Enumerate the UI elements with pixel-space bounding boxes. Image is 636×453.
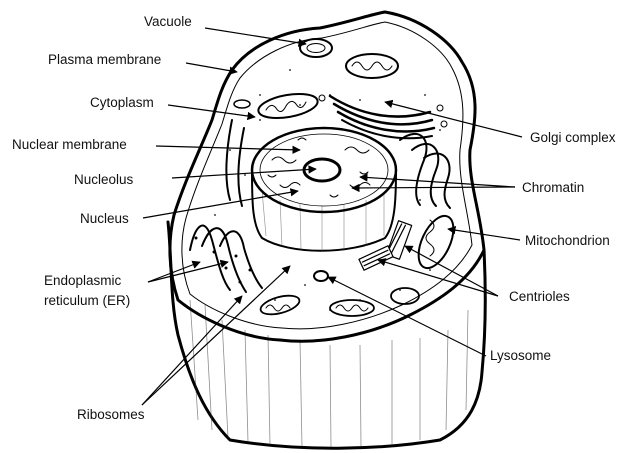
label-ribosomes: Ribosomes	[77, 407, 145, 422]
er-right-shape	[400, 134, 450, 208]
leader-ribosomes-1	[142, 296, 242, 405]
label-plasma-membrane: Plasma membrane	[48, 52, 161, 67]
leader-vacuole	[205, 28, 306, 44]
labels: Vacuole Plasma membrane Cytoplasm Nuclea…	[12, 14, 616, 422]
label-chromatin: Chromatin	[522, 180, 584, 195]
label-golgi-complex: Golgi complex	[530, 130, 616, 145]
leader-nucleolus	[172, 169, 316, 178]
nucleus-shape	[252, 128, 396, 252]
label-er-line1: Endoplasmic	[44, 273, 122, 288]
lysosome-shape	[314, 271, 328, 281]
leader-chromatin-1	[360, 177, 515, 187]
label-centrioles: Centrioles	[509, 289, 570, 304]
leader-lines	[142, 28, 522, 405]
label-er-line2: reticulum (ER)	[44, 293, 130, 308]
mitochondria-bottom	[259, 288, 419, 318]
mitochondrion-shape	[411, 211, 460, 274]
plasma-membrane	[170, 12, 484, 341]
leader-nucleus	[143, 191, 298, 218]
label-lysosome: Lysosome	[490, 348, 551, 363]
leader-chromatin-2	[352, 187, 515, 188]
vacuole-shape	[300, 39, 332, 57]
mitochondria-top	[234, 54, 398, 122]
golgi-complex-shape	[319, 95, 447, 138]
label-cytoplasm: Cytoplasm	[90, 95, 154, 110]
label-nucleolus: Nucleolus	[74, 172, 134, 187]
leader-cytoplasm	[168, 105, 255, 117]
label-mitochondrion: Mitochondrion	[525, 233, 610, 248]
label-nucleus: Nucleus	[80, 211, 129, 226]
label-vacuole: Vacuole	[144, 14, 192, 29]
leader-er-2	[148, 262, 228, 282]
label-nuclear-membrane: Nuclear membrane	[12, 137, 127, 152]
cell-body	[168, 12, 485, 448]
leader-plasma-membrane	[186, 63, 237, 72]
